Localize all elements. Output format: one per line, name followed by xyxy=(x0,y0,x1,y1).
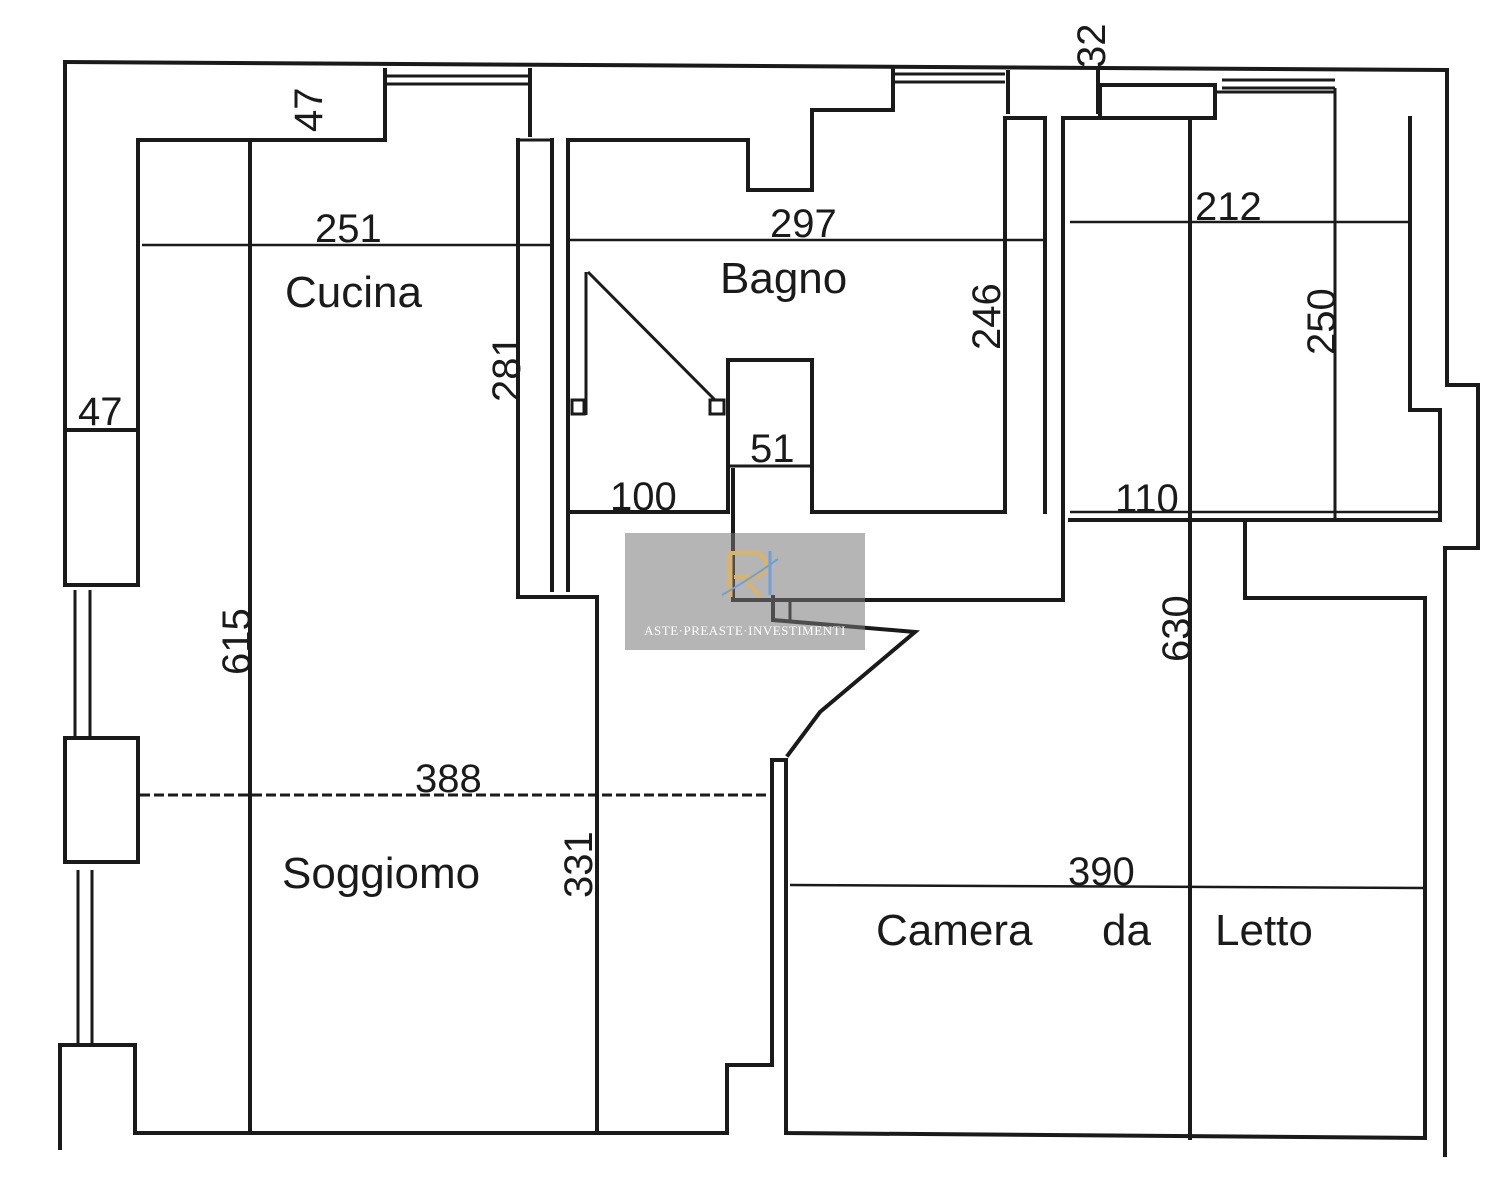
dimension-251: 251 xyxy=(315,207,382,251)
dimension-630: 630 xyxy=(1155,595,1199,662)
dimension-32: 32 xyxy=(1070,24,1114,69)
dimension-390: 390 xyxy=(1068,850,1135,894)
watermark-logo: ASTE·PREASTE·INVESTIMENTI xyxy=(625,533,865,650)
dimension-100: 100 xyxy=(610,475,677,519)
dimension-250: 250 xyxy=(1300,288,1344,355)
room-label-cucina: Cucina xyxy=(285,268,422,317)
dimension-281: 281 xyxy=(485,335,529,402)
watermark-caption: ASTE·PREASTE·INVESTIMENTI xyxy=(644,623,846,638)
dimension-110: 110 xyxy=(1115,477,1179,521)
room-label-letto: Letto xyxy=(1215,906,1313,955)
dimension-lines xyxy=(140,220,1440,890)
dimension-47-top: 47 xyxy=(287,88,331,133)
dimension-615: 615 xyxy=(215,608,259,675)
outer-walls xyxy=(58,59,1480,1157)
room-label-camera: Camera xyxy=(876,906,1033,955)
dimension-51: 51 xyxy=(750,427,795,471)
dimension-246: 246 xyxy=(965,283,1009,350)
room-label-da: da xyxy=(1102,906,1151,955)
dimension-212: 212 xyxy=(1195,185,1262,229)
dimension-47-left: 47 xyxy=(78,390,123,434)
room-label-bagno: Bagno xyxy=(720,254,847,303)
dimension-331: 331 xyxy=(557,831,601,898)
dimension-388: 388 xyxy=(415,757,482,801)
ri-monogram-icon xyxy=(721,551,779,599)
dimension-297: 297 xyxy=(770,202,837,246)
room-label-soggiorno: Soggiomo xyxy=(282,849,480,898)
